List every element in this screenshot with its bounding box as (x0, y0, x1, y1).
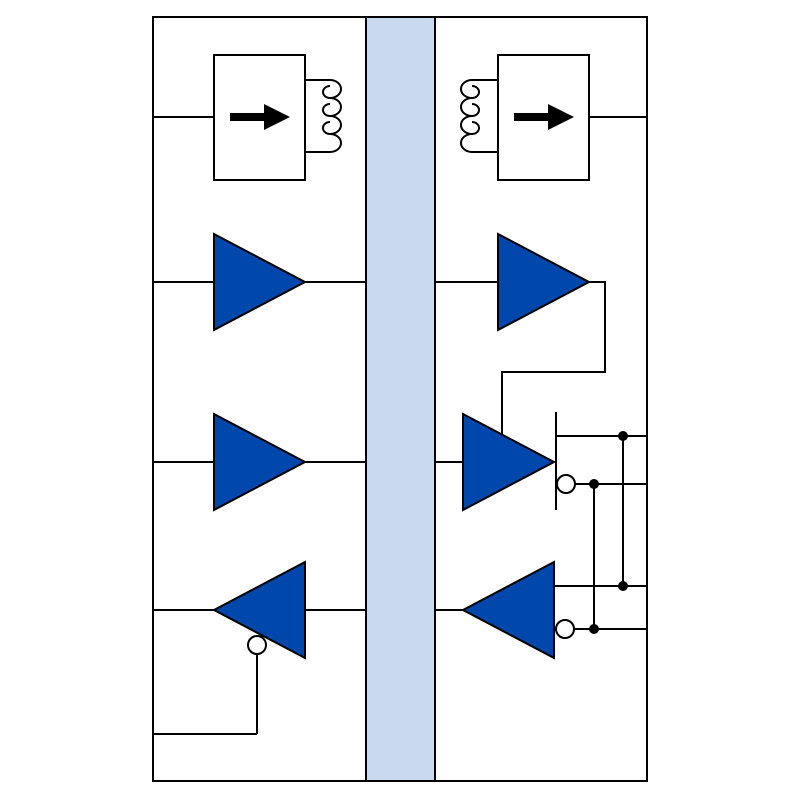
coil-icon (460, 79, 498, 153)
right-bus-wiring (589, 431, 628, 634)
right-buffer-3-reverse (435, 560, 647, 660)
left-transformer-block (153, 54, 342, 181)
arrow-right-icon (230, 104, 290, 130)
isolation-barrier (365, 16, 436, 782)
amplifier-triangle (460, 560, 555, 660)
right-transformer-block (460, 54, 647, 181)
amplifier-triangle (213, 232, 308, 332)
junction-dot (618, 431, 628, 441)
amplifier-triangle (497, 232, 592, 332)
left-buffer-3-reverse (153, 560, 366, 735)
arrow-right-icon (514, 104, 574, 130)
amplifier-triangle (213, 412, 308, 512)
junction-dot (589, 624, 599, 634)
right-buffer-1 (435, 232, 606, 436)
left-buffer-1 (153, 232, 366, 332)
enable-bubble (247, 635, 267, 655)
amplifier-triangle (462, 412, 557, 512)
left-buffer-2 (153, 412, 366, 512)
enable-bubble (555, 619, 575, 639)
right-buffer-2 (435, 412, 647, 512)
junction-dot (589, 479, 599, 489)
enable-bubble (556, 474, 576, 494)
coil-icon (305, 79, 342, 153)
junction-dot (618, 581, 628, 591)
